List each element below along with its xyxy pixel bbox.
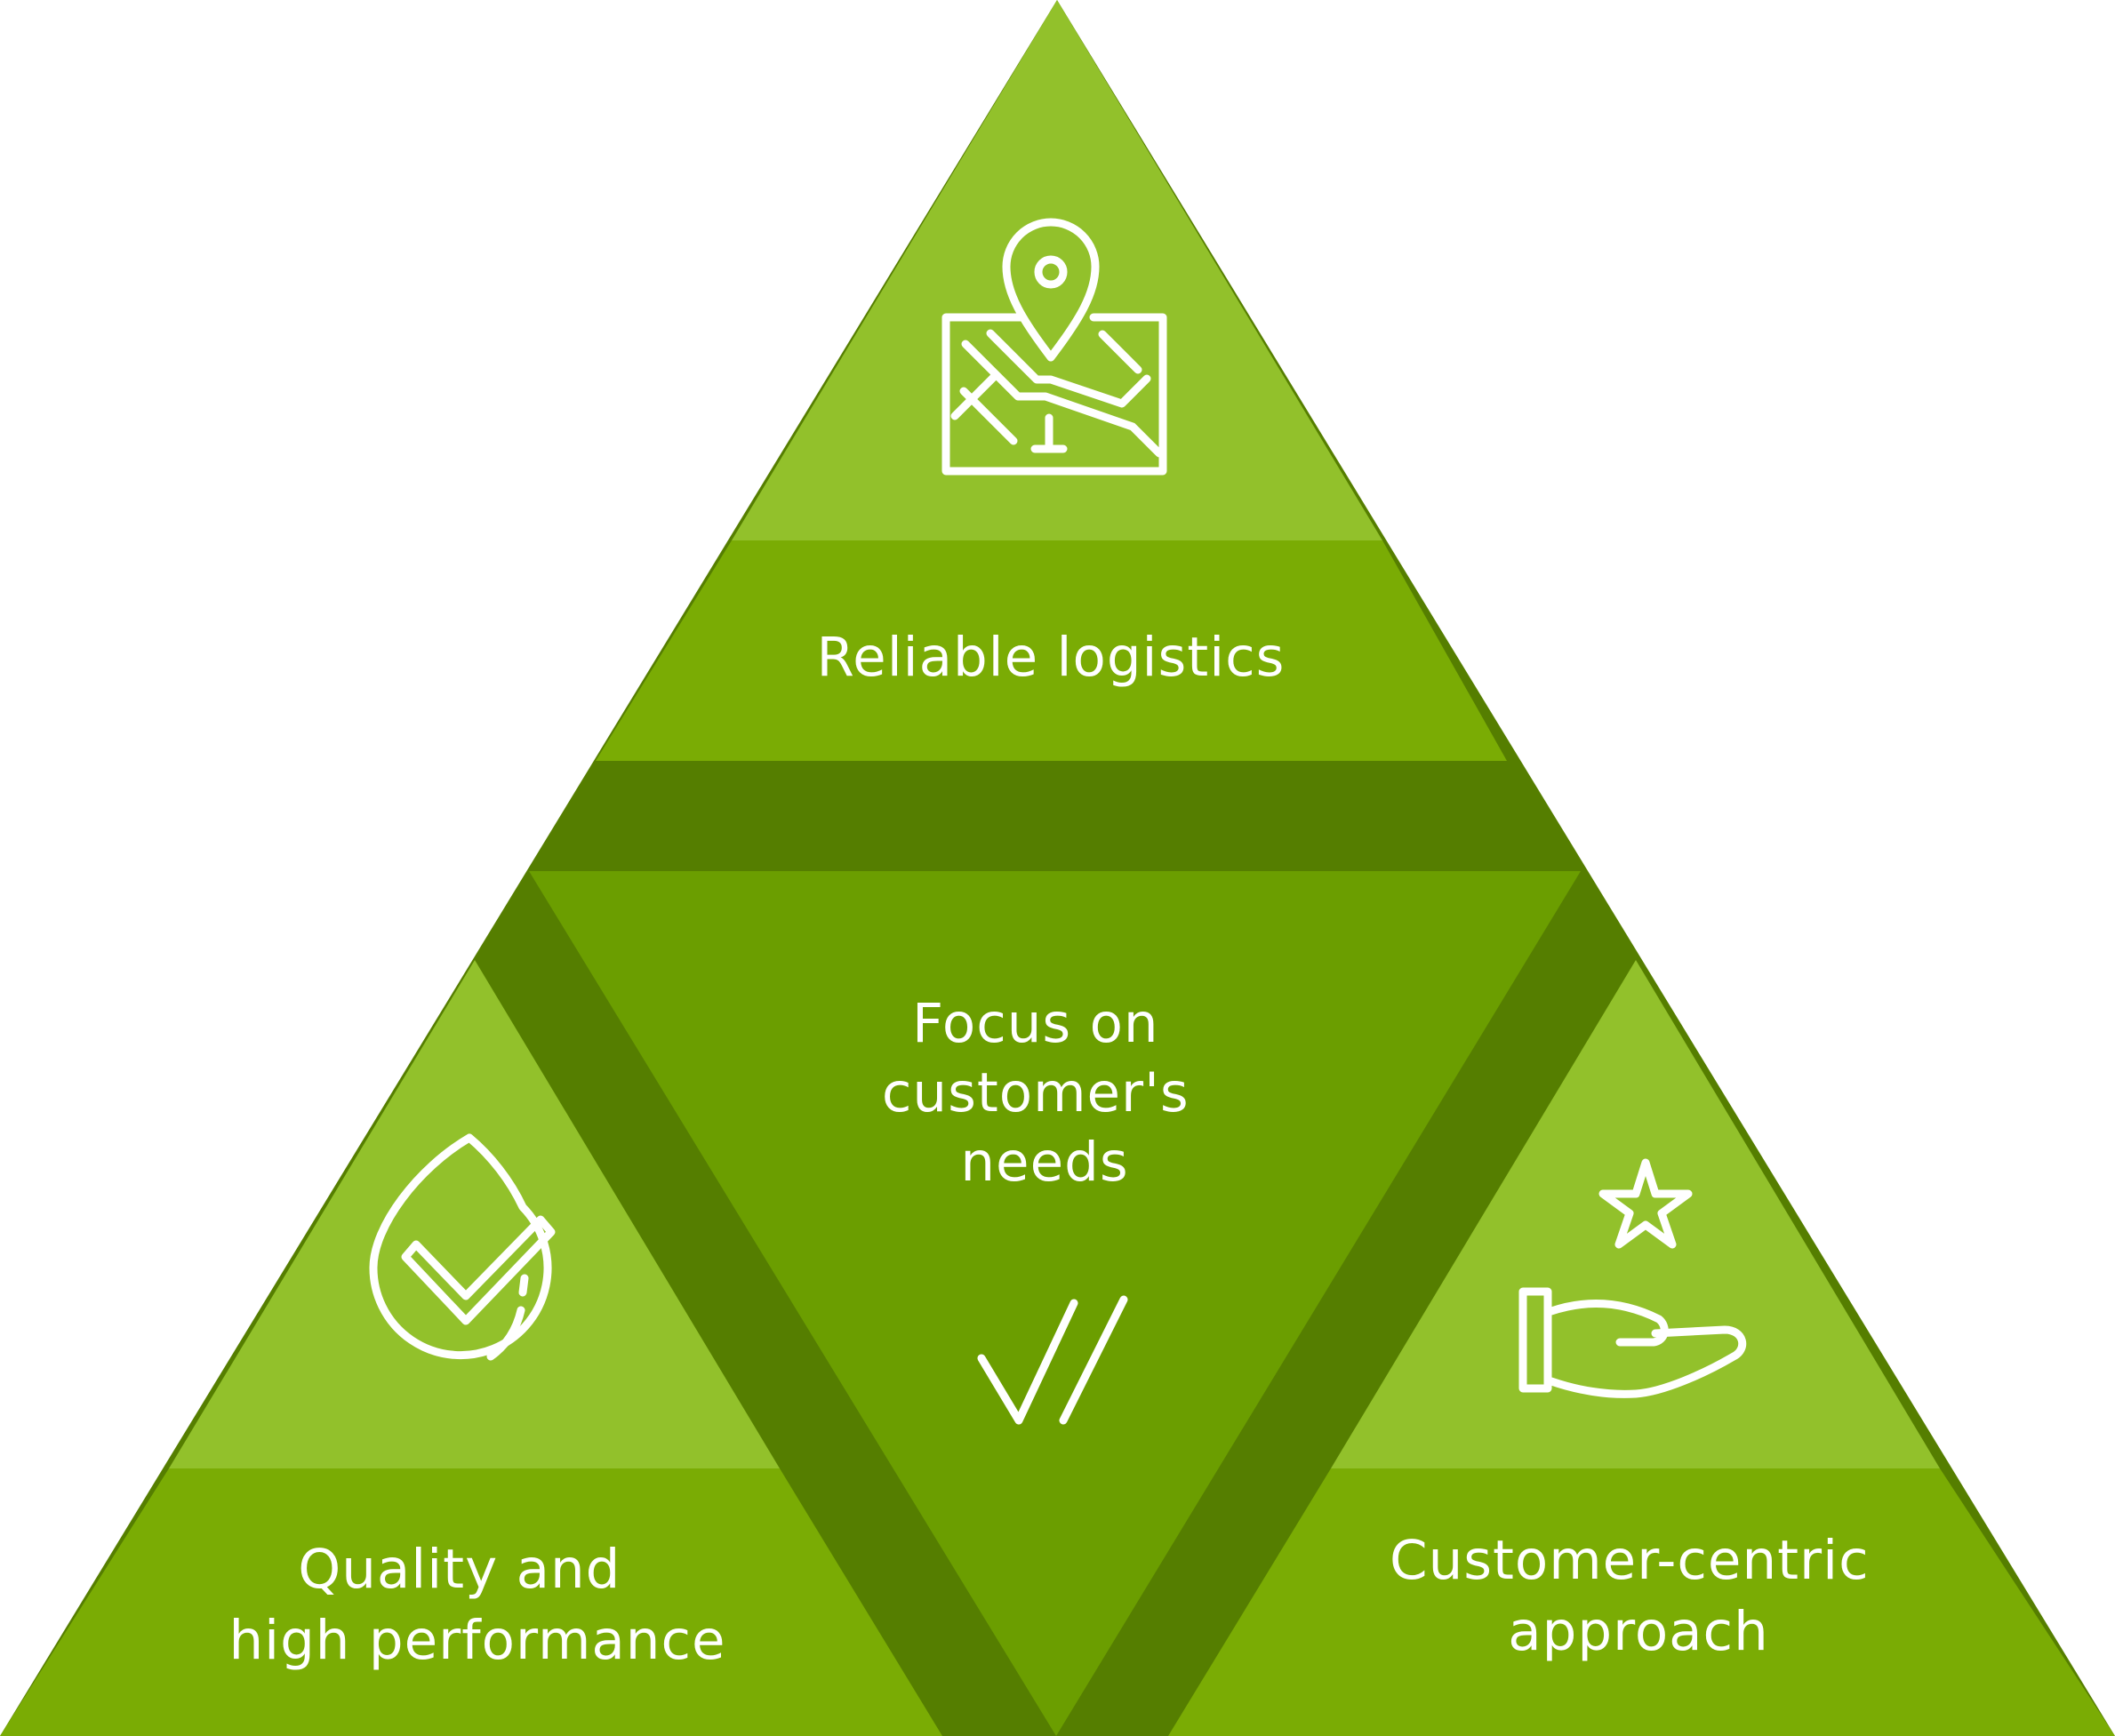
bottom-right-label-line: approach	[1508, 1600, 1768, 1663]
center-triangle	[529, 871, 1581, 1736]
bottom-left-label-line: high performance	[228, 1609, 725, 1672]
bottom-left-segment-label: Quality and high performance	[228, 1538, 725, 1672]
drop-check-icon	[369, 1133, 556, 1361]
hand-star-icon	[1518, 1158, 1747, 1398]
center-label-line: customer's	[882, 1061, 1190, 1124]
bottom-left-label-line: Quality and	[298, 1538, 621, 1601]
map-pin-icon	[941, 218, 1167, 476]
center-segment-label: Focus on customer's needs	[882, 992, 1207, 1194]
double-check-icon	[977, 1295, 1128, 1425]
bottom-left-segment-cap	[169, 960, 780, 1468]
bottom-right-segment-band	[1168, 1468, 2115, 1736]
bottom-left-segment-band	[0, 1468, 942, 1736]
top-segment-band	[596, 540, 1507, 761]
top-segment-label: Reliable logistics	[817, 626, 1286, 689]
bottom-right-label-line: Customer-centric	[1390, 1529, 1870, 1592]
top-segment-cap	[732, 0, 1382, 540]
center-label-line: needs	[960, 1131, 1128, 1194]
bottom-right-segment-label: Customer-centric approach	[1390, 1529, 1887, 1663]
center-label-line: Focus on	[912, 992, 1159, 1055]
bottom-right-segment-cap	[1331, 960, 1940, 1468]
